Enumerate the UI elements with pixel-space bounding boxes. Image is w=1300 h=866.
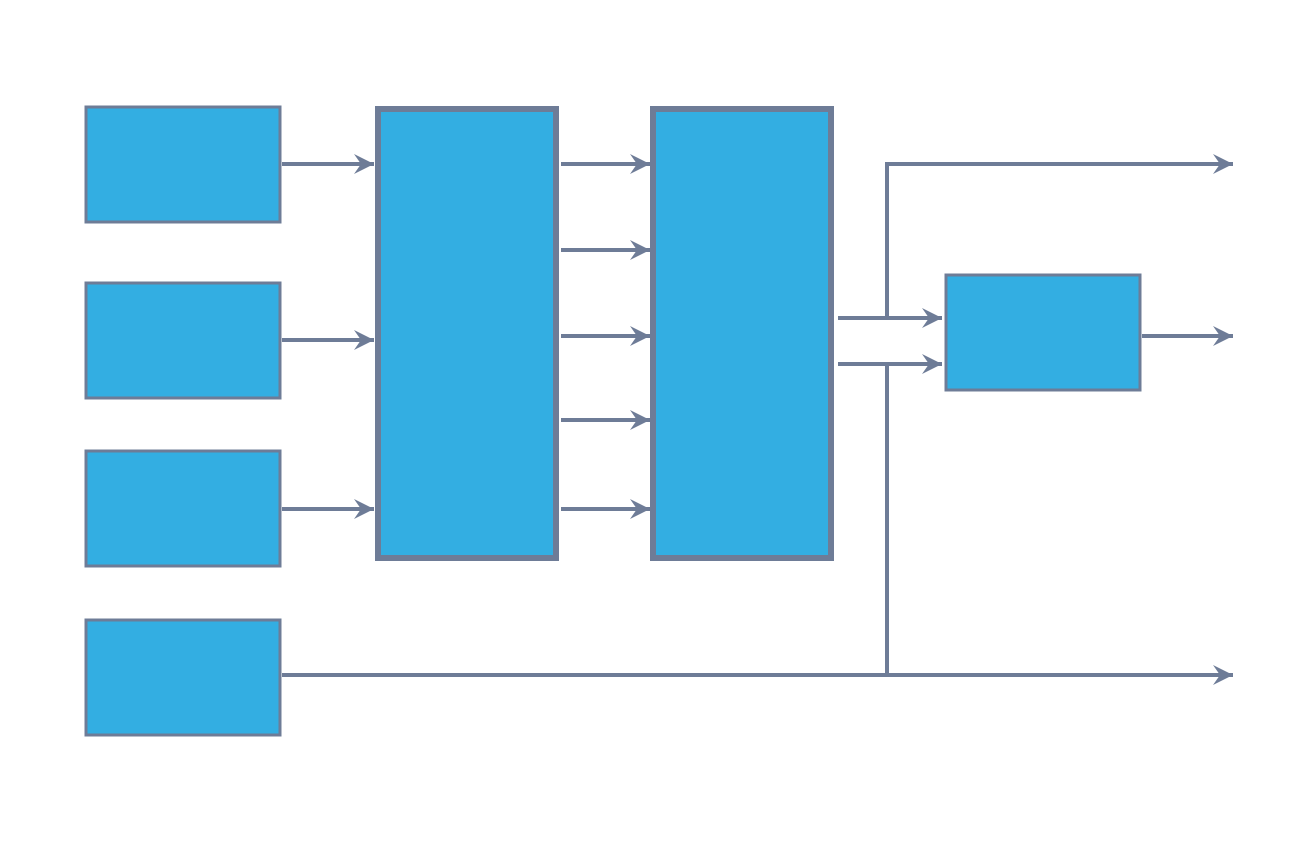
input-block-3 [84, 449, 282, 568]
processing-block-2 [650, 106, 834, 561]
input-block-2 [84, 281, 282, 400]
input-block-1 [84, 105, 282, 224]
input-block-4 [84, 618, 282, 737]
processing-block-1 [375, 106, 559, 561]
output-block [944, 273, 1142, 392]
arrow-top-branch-output [885, 154, 1233, 318]
